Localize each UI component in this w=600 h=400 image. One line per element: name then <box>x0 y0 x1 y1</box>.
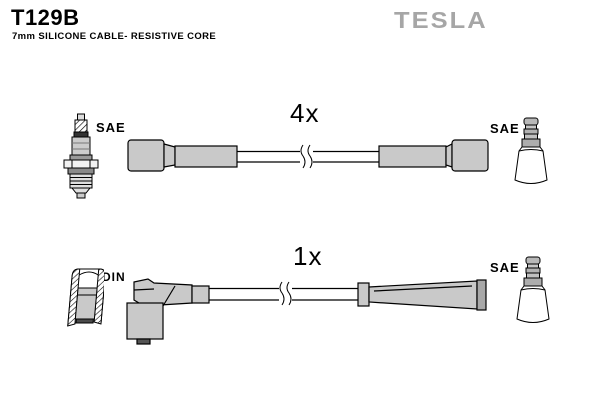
sae-terminal-boot-icon <box>514 117 548 184</box>
sae-terminal-boot-icon <box>516 256 550 323</box>
row1-left-connector-label: SAE <box>96 120 126 135</box>
part-number: T129B <box>11 5 80 30</box>
brand-logo-text: TESLA <box>394 8 488 34</box>
spark-plug-icon <box>63 113 99 199</box>
row2-quantity-label: 1x <box>293 241 323 271</box>
row1-quantity-label: 4x <box>290 98 320 128</box>
tesla-brand-logo: TESLA <box>394 8 488 34</box>
row2-cable-drawing <box>126 278 487 345</box>
din-socket-icon <box>67 268 104 327</box>
row1-cable-drawing <box>127 139 489 172</box>
row2-left-connector-label: DIN <box>102 270 126 284</box>
part-subtitle: 7mm SILICONE CABLE- RESISTIVE CORE <box>12 31 217 42</box>
row1-right-connector-label: SAE <box>490 121 520 136</box>
row2-right-connector-label: SAE <box>490 260 520 275</box>
